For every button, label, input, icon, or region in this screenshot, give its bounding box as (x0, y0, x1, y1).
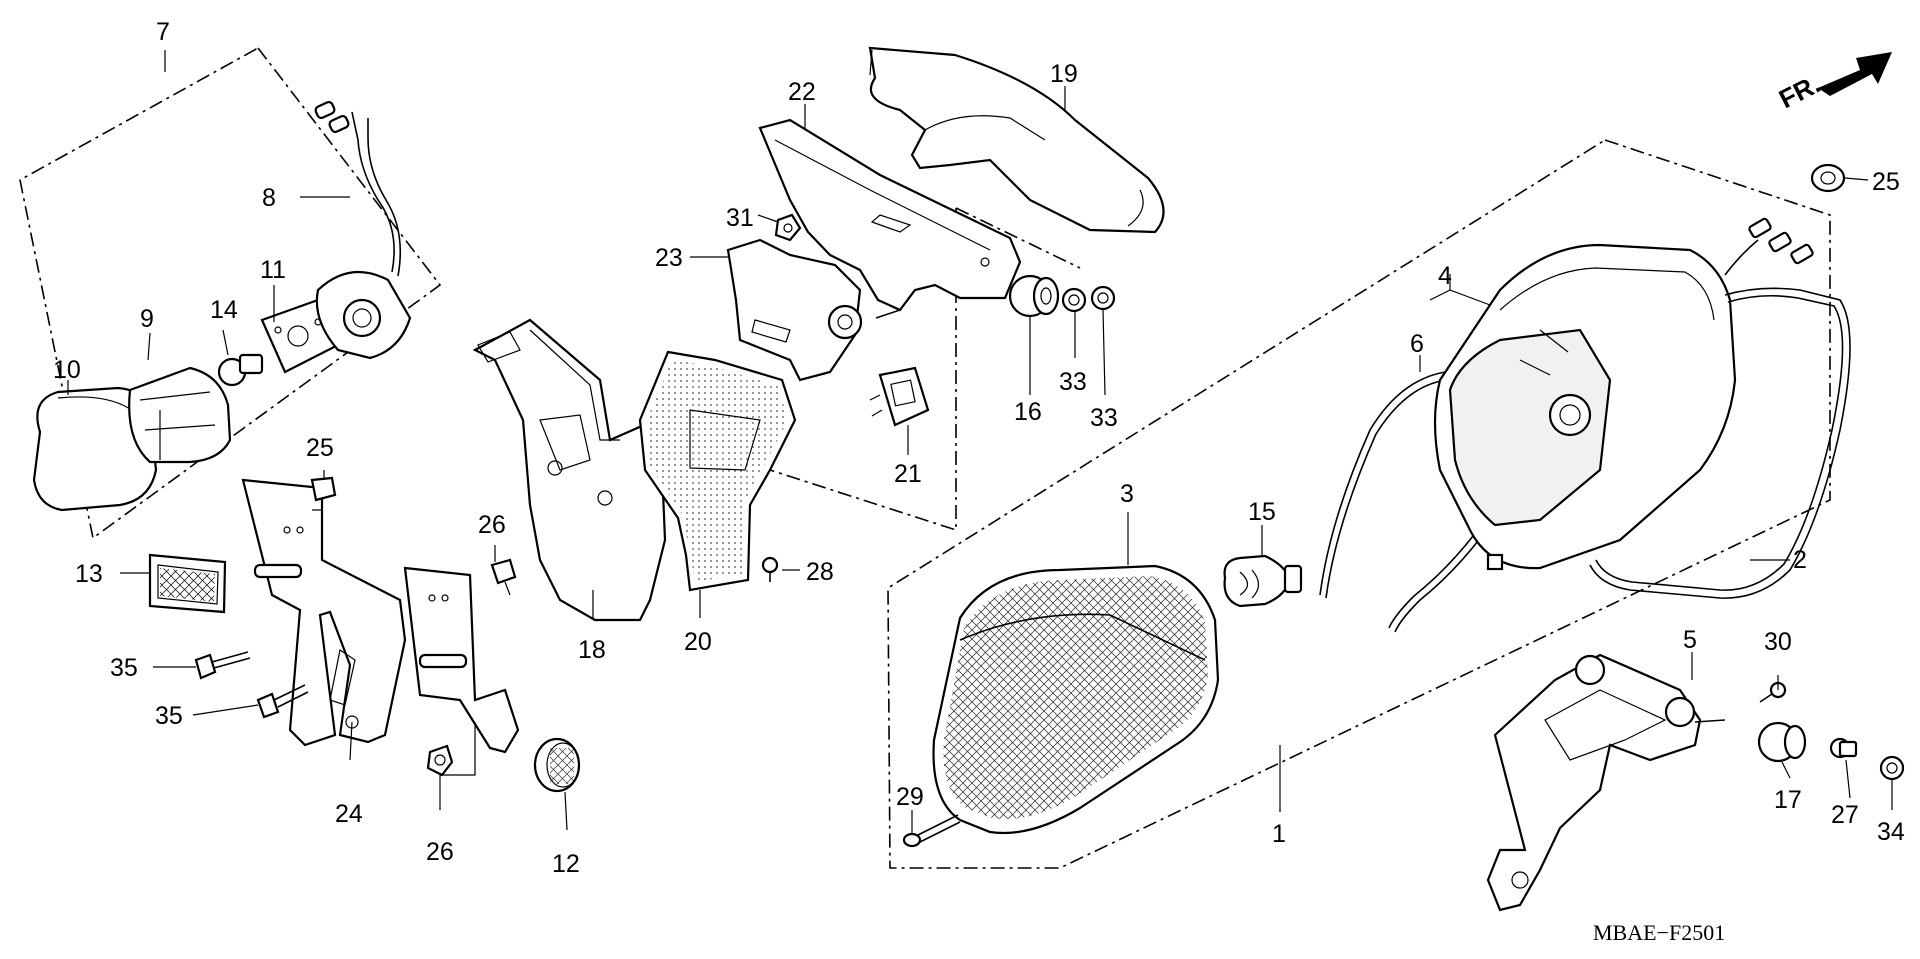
nut-26-left (310, 476, 337, 511)
callout-labels: 7 8 9 10 11 14 13 35 35 24 26 12 25 26 1… (53, 18, 1905, 878)
connector-21 (869, 366, 930, 427)
callout-26-center: 26 (478, 511, 506, 539)
stay-5 (1486, 653, 1726, 912)
callout-28: 27 (1831, 801, 1859, 829)
callout-29: 28 (806, 558, 834, 586)
callout-15: 15 (1248, 498, 1276, 526)
callout-16: 16 (1014, 398, 1042, 426)
callout-11: 11 (260, 256, 286, 284)
leader-lines (67, 50, 1893, 834)
callout-35-upper: 35 (110, 654, 138, 682)
grommet-17 (1757, 721, 1807, 763)
callout-31: 30 (1764, 628, 1792, 656)
stay-23 (726, 238, 901, 382)
nut-33-upper (1090, 285, 1116, 311)
callout-20: 20 (684, 628, 712, 656)
callout-7: 7 (156, 18, 170, 46)
callout-12: 12 (552, 850, 580, 878)
callout-5: 5 (1683, 626, 1697, 654)
callout-24: 24 (335, 800, 363, 828)
housing-9 (128, 366, 232, 464)
callout-1: 1 (1272, 820, 1286, 848)
callout-23: 23 (655, 244, 683, 272)
bolt-35-lower (256, 684, 309, 719)
callout-18: 18 (578, 636, 606, 664)
reflector-13 (148, 553, 227, 614)
screw-30 (902, 814, 961, 848)
bolt-35-upper (194, 651, 251, 680)
diagram-code: MBAE−F2501 (1593, 920, 1725, 945)
callout-17: 17 (1774, 786, 1802, 814)
mudguard-20 (638, 350, 797, 592)
callout-30: 29 (896, 783, 924, 811)
group-21-boundary (769, 207, 1081, 532)
callout-2: 2 (1793, 546, 1807, 574)
nut-27 (426, 744, 454, 777)
callout-32: 31 (726, 204, 754, 232)
callout-33-upper: 33 (1090, 404, 1118, 432)
grommet-16 (1008, 274, 1060, 318)
grommet-25 (1810, 163, 1846, 193)
nut-26-center (490, 558, 517, 596)
callout-13: 13 (75, 560, 103, 588)
screw-29 (761, 556, 779, 582)
callout-27: 26 (426, 838, 454, 866)
callout-33-lower: 34 (1877, 818, 1905, 846)
callout-14: 14 (210, 296, 238, 324)
grab-cover-19 (868, 46, 1165, 234)
callout-26-left: 25 (306, 434, 334, 462)
callout-4: 4 (1438, 262, 1452, 290)
bulb-15 (1223, 554, 1303, 608)
group-1-boundary (887, 139, 1831, 869)
callout-25: 25 (1872, 168, 1900, 196)
callout-6: 6 (1410, 330, 1424, 358)
callout-34: 33 (1059, 368, 1087, 396)
lens-3 (932, 564, 1220, 835)
lens-10 (32, 386, 158, 512)
reflector-12 (533, 737, 581, 793)
nut-33-lower (1879, 755, 1905, 781)
collar-28 (1829, 737, 1858, 759)
callout-10: 10 (53, 356, 81, 384)
front-arrow: FR. (1774, 52, 1892, 114)
bulb-14 (217, 353, 264, 387)
nut-32 (774, 213, 802, 242)
wire-2 (1589, 217, 1851, 599)
callout-9: 9 (140, 305, 154, 333)
front-arrow-label: FR. (1774, 68, 1825, 114)
group-7-boundary (19, 46, 442, 540)
license-bracket (403, 566, 520, 754)
housing-1 (1433, 243, 1737, 571)
callout-35-lower: 35 (155, 702, 183, 730)
socket-wire-8 (314, 100, 412, 360)
callout-3: 3 (1120, 480, 1134, 508)
rear-fender-18 (472, 318, 667, 622)
callout-21: 21 (894, 460, 922, 488)
callout-8: 8 (262, 184, 276, 212)
callout-19: 19 (1050, 60, 1078, 88)
collar-34 (1061, 287, 1087, 313)
screw-31 (1759, 681, 1787, 703)
callout-22: 22 (788, 78, 816, 106)
bracket-22 (758, 118, 1022, 312)
